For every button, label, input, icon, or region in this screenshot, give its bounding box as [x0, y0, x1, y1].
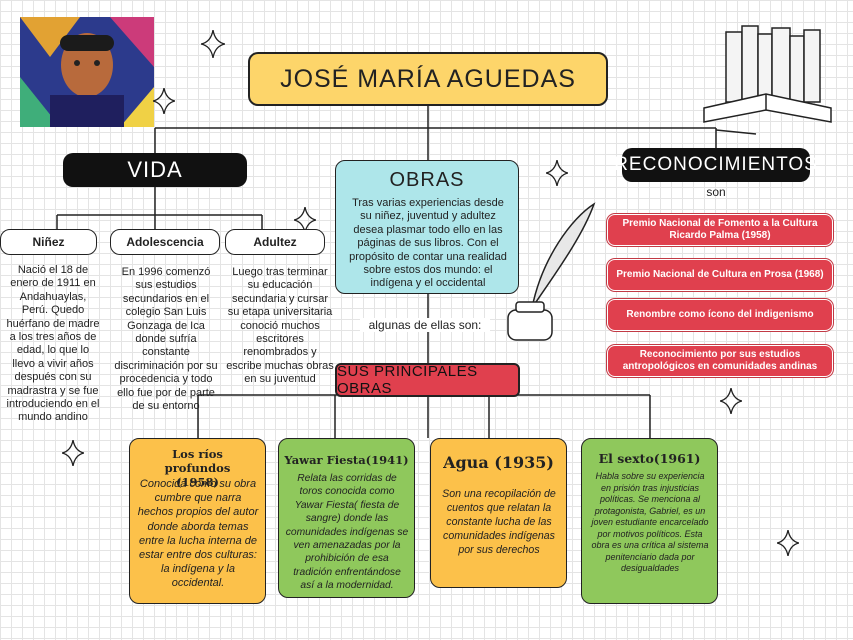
work-text: Relata las corridas de toros conocida co… — [285, 473, 409, 592]
work-card-agua: Agua (1935) Son una recopilación de cuen… — [430, 438, 567, 588]
quill-image — [502, 198, 602, 348]
adolescencia-text: En 1996 comenzó sus estudios secundarios… — [114, 266, 218, 413]
obras-box: OBRAS Tras varias experiencias desde su … — [335, 160, 519, 294]
obras-heading: OBRAS — [389, 169, 465, 191]
sparkle-icon — [294, 207, 316, 233]
adultez-text: Luego tras terminar su educación secunda… — [226, 266, 334, 386]
work-card-rios-profundos: Los ríos profundos (1958) Conocida como … — [129, 438, 266, 604]
obras-connector-text: algunas de ellas son: — [360, 318, 490, 332]
sparkle-icon — [62, 440, 84, 466]
sparkle-icon — [201, 30, 225, 58]
ninez-label: Niñez — [0, 229, 97, 255]
work-title: Yawar Fiesta(1941) — [284, 453, 409, 467]
reconocimientos-connector-text: son — [706, 185, 726, 199]
work-text: Habla sobre su experiencia en prisión tr… — [591, 471, 709, 573]
reconocimiento-estudios-item: Reconocimiento por sus estudios antropol… — [607, 345, 833, 377]
sparkle-icon — [546, 160, 568, 186]
work-text: Conocida como su obra cumbre que narra h… — [137, 478, 259, 590]
work-title: El sexto(1961) — [598, 451, 701, 466]
work-card-yawar-fiesta: Yawar Fiesta(1941) Relata las corridas d… — [278, 438, 415, 598]
work-card-el-sexto: El sexto(1961) Habla sobre su experienci… — [581, 438, 718, 604]
ninez-text: Nació el 18 de enero de 1911 en Andahuay… — [6, 264, 100, 424]
work-title: Los ríos profundos (1958) — [164, 447, 231, 489]
adultez-label: Adultez — [225, 229, 325, 255]
sparkle-icon — [777, 530, 799, 556]
books-image — [696, 22, 839, 140]
obras-text: Tras varias experiencias desde su niñez,… — [349, 197, 507, 290]
premio-cultura-item: Premio Nacional de Cultura en Prosa (196… — [607, 259, 833, 291]
reconocimientos-heading: RECONOCIMIENTOS — [614, 148, 817, 182]
work-title: Agua (1935) — [443, 453, 554, 472]
sparkle-icon — [153, 88, 175, 114]
sparkle-icon — [720, 388, 742, 414]
renombre-item: Renombre como ícono del indigenismo — [607, 299, 833, 331]
premio-fomento-item: Premio Nacional de Fomento a la Cultura … — [607, 214, 833, 246]
work-text: Son una recopilación de cuentos que rela… — [442, 488, 556, 556]
adolescencia-label: Adolescencia — [110, 229, 220, 255]
vida-heading: VIDA — [63, 153, 247, 187]
portrait-image — [20, 17, 154, 127]
principales-heading: SUS PRINCIPALES OBRAS — [335, 363, 520, 397]
page-title: JOSÉ MARÍA AGUEDAS — [248, 52, 608, 106]
